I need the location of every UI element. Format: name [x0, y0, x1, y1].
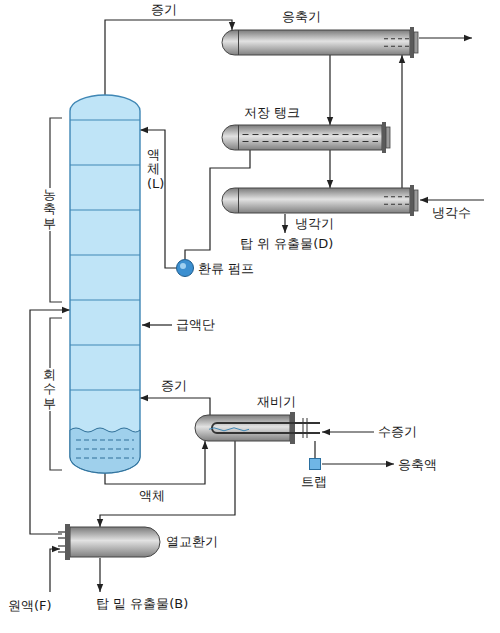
vessel-seam — [238, 188, 239, 213]
vessel-flange — [410, 27, 414, 58]
steam-trap: 트랩 — [309, 458, 321, 470]
column-tray — [70, 390, 140, 391]
leader-arrow — [142, 324, 172, 325]
node-label: 환류 펌프 — [198, 261, 254, 277]
vessel-flange — [382, 122, 386, 153]
vessel-cap — [414, 190, 418, 211]
node-label: 트랩 — [301, 474, 327, 490]
vessel-seam — [238, 30, 239, 55]
feed-stage-label: 급액단 — [176, 317, 215, 333]
vessel-cap — [414, 32, 418, 53]
liquid-level — [243, 134, 379, 135]
pipe-connector — [30, 310, 70, 534]
condensate-pipe — [322, 463, 394, 464]
vessel-body — [222, 30, 410, 55]
tube-bundle — [384, 196, 409, 197]
pipe-connector — [140, 398, 210, 415]
tube-bundle — [384, 38, 409, 39]
u-tube — [212, 423, 320, 433]
distillation-column: 농축부회수부 — [70, 95, 140, 473]
tube-mark — [303, 418, 304, 438]
node-label: 농축부 — [43, 188, 56, 231]
pipe-label: 액체 (L) — [146, 148, 161, 191]
pipe-connector — [329, 55, 330, 125]
exchanger-flange — [65, 524, 70, 560]
node-shape — [222, 30, 418, 55]
steam-pipe — [322, 431, 374, 432]
tube-stub — [58, 545, 65, 546]
bottoms-pipe — [99, 558, 100, 592]
node-label: 응축기 — [282, 9, 321, 25]
tube-stub — [58, 531, 65, 532]
pump-highlight — [180, 263, 186, 269]
column-tray — [70, 345, 140, 346]
heat-exchanger: 열교환기 — [62, 527, 160, 557]
trap-body — [310, 459, 321, 470]
liquid-dash — [76, 458, 134, 459]
node-shape — [176, 259, 194, 277]
tube-stub — [58, 551, 65, 552]
tube-bundle — [384, 46, 409, 47]
pipe-connector — [401, 55, 402, 188]
vessel-body — [222, 188, 410, 213]
column-tray — [70, 300, 140, 301]
water-out-pipe — [419, 37, 472, 38]
pipe-label: 증기 — [160, 378, 188, 394]
steam-label: 수증기 — [378, 424, 417, 440]
vessel-cap — [386, 127, 390, 148]
column-tray — [70, 165, 140, 166]
pipe-label: 액체 — [138, 488, 166, 504]
column-shell — [70, 95, 140, 473]
storage-tank: 저장 탱크 — [222, 125, 390, 150]
vessel-seam — [238, 125, 239, 150]
boiling-liquid — [209, 428, 249, 431]
node-label: 회수부 — [43, 368, 56, 411]
node-shape — [70, 95, 140, 473]
bottom-liquid — [70, 428, 140, 473]
vessel-flange — [410, 185, 414, 216]
node-label: 열교환기 — [166, 534, 218, 550]
feed-pipe — [50, 549, 60, 592]
bottoms-label: 탑 밑 유출물(B) — [96, 596, 188, 612]
vessel-body — [222, 125, 382, 150]
distillate-pipe — [284, 214, 285, 233]
node-shape — [62, 527, 160, 557]
node-shape — [222, 125, 390, 150]
condensate-label: 응축액 — [398, 457, 437, 473]
cooling-water-label: 냉각수 — [432, 205, 471, 221]
condenser: 응축기 — [222, 30, 418, 55]
tube-bundle — [384, 204, 409, 205]
column-tray — [70, 255, 140, 256]
node-shape — [222, 188, 418, 213]
pump-body — [177, 260, 194, 277]
pipe-connector — [105, 20, 232, 95]
reboiler-flange — [290, 412, 295, 444]
pipe-label: 증기 — [150, 2, 178, 18]
water-in-pipe — [420, 199, 484, 200]
column-tray — [70, 120, 140, 121]
tube-mark — [307, 418, 308, 438]
cooler: 냉각기 — [222, 188, 418, 213]
pipe-connector — [140, 130, 176, 268]
reboiler: 재비기 — [195, 415, 320, 441]
reflux-pump: 환류 펌프 — [176, 259, 194, 277]
liquid-level — [243, 141, 379, 142]
reboiler-shell — [195, 415, 290, 441]
node-shape — [195, 415, 320, 441]
pipe-connector — [314, 441, 315, 458]
liquid-dash — [76, 449, 134, 450]
node-label: 냉각기 — [295, 216, 334, 232]
node-shape — [309, 458, 321, 470]
node-label: 재비기 — [257, 394, 296, 410]
column-tray — [70, 210, 140, 211]
tube-stub — [58, 537, 65, 538]
exchanger-shell — [70, 527, 160, 557]
liquid-dash — [76, 440, 134, 441]
distillate-label: 탑 위 유출물(D) — [240, 236, 333, 252]
feed-label: 원액(F) — [8, 598, 52, 614]
node-label: 저장 탱크 — [244, 105, 300, 121]
pipe-connector — [329, 150, 330, 188]
